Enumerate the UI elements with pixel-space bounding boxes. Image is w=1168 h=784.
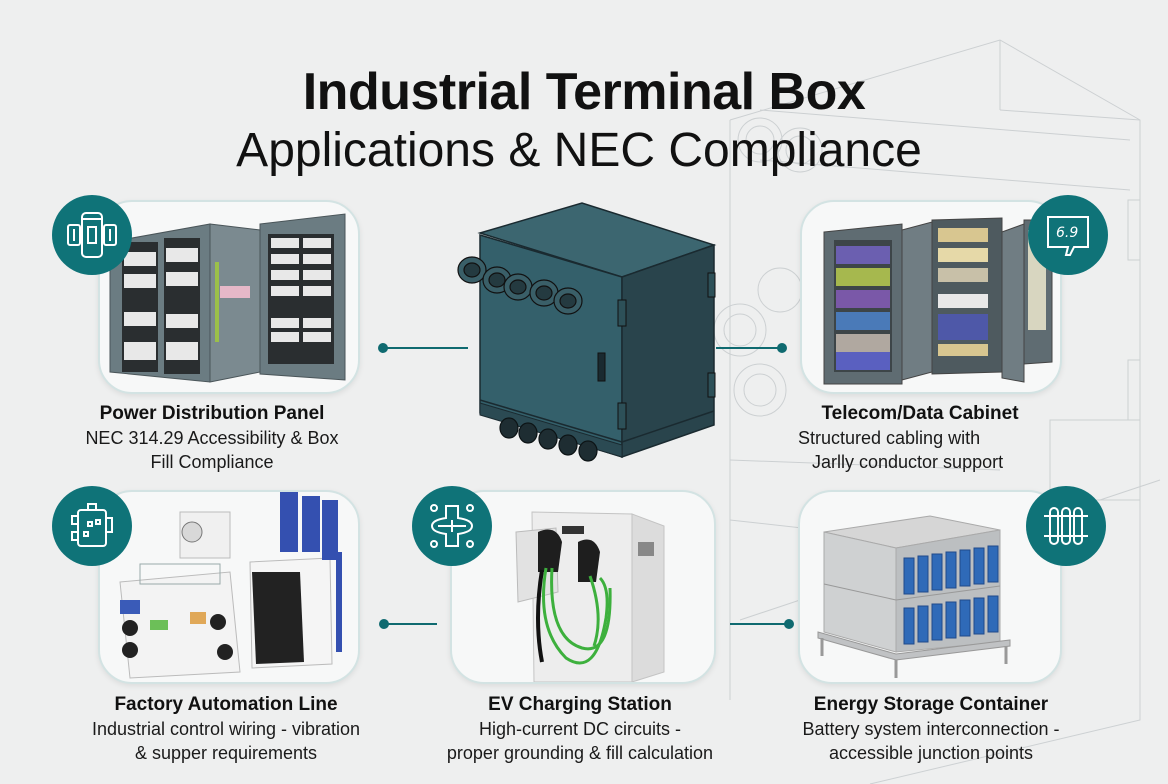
battery-rack-icon	[1026, 486, 1106, 566]
app-desc: Fill Compliance	[150, 452, 274, 472]
svg-text:6.9: 6.9	[1056, 225, 1078, 241]
connector-line-right-bottom	[730, 623, 790, 625]
connector-line-left-bottom	[385, 623, 437, 625]
panel-breaker-icon	[52, 195, 132, 275]
connector-dot	[777, 343, 787, 353]
connector-line-right-top	[716, 347, 778, 349]
app-title: Telecom/Data Cabinet	[821, 403, 1019, 424]
app-desc: proper grounding & fill calculation	[446, 743, 714, 763]
page-title: Industrial Terminal Box	[302, 63, 866, 121]
app-desc: Jarlly conductor support	[812, 452, 1004, 472]
power-panel-illustration	[109, 213, 346, 383]
app-title: Energy Storage Container	[813, 694, 1049, 715]
app-desc: Industrial control wiring - vibration	[91, 719, 361, 739]
app-desc: & supper requirements	[134, 743, 318, 763]
header: Industrial Terminal Box Applications & N…	[0, 62, 1168, 180]
connector-dot	[784, 619, 794, 629]
telecom-cabinet-illustration	[823, 217, 1053, 385]
ev-charger-illustration	[515, 511, 665, 682]
connector-dot	[378, 343, 388, 353]
label-power-distribution-panel: Power Distribution Panel NEC 314.29 Acce…	[62, 402, 362, 474]
connector-line-left-top	[384, 347, 468, 349]
label-ev-charging-station: EV Charging Station High-current DC circ…	[415, 693, 745, 765]
label-telecom-data-cabinet: Telecom/Data Cabinet Structured cabling …	[790, 402, 1050, 474]
app-desc: accessible junction points	[828, 743, 1034, 763]
connector-dot	[379, 619, 389, 629]
label-energy-storage-container: Energy Storage Container Battery system …	[766, 693, 1096, 765]
factory-automation-illustration	[119, 492, 342, 679]
card-energy-storage-container	[798, 490, 1062, 684]
app-title: Power Distribution Panel	[99, 403, 325, 424]
card-factory-automation-line	[98, 490, 360, 684]
app-desc: Structured cabling with	[798, 428, 981, 448]
app-title: Factory Automation Line	[114, 694, 338, 715]
control-box-icon	[52, 486, 132, 566]
app-desc: Battery system interconnection -	[802, 719, 1060, 739]
card-ev-charging-station	[450, 490, 716, 684]
charging-plug-icon	[412, 486, 492, 566]
label-factory-automation-line: Factory Automation Line Industrial contr…	[60, 693, 392, 765]
data-terminal-icon: 6.9	[1028, 195, 1108, 275]
card-telecom-data-cabinet	[800, 200, 1062, 394]
battery-rack-illustration	[817, 515, 1011, 678]
app-title: EV Charging Station	[488, 694, 672, 715]
card-power-distribution-panel	[98, 200, 360, 394]
app-desc: High-current DC circuits -	[478, 719, 682, 739]
app-desc: NEC 314.29 Accessibility & Box	[85, 428, 339, 448]
center-terminal-box	[452, 195, 718, 475]
page-subtitle: Applications & NEC Compliance	[236, 124, 922, 177]
